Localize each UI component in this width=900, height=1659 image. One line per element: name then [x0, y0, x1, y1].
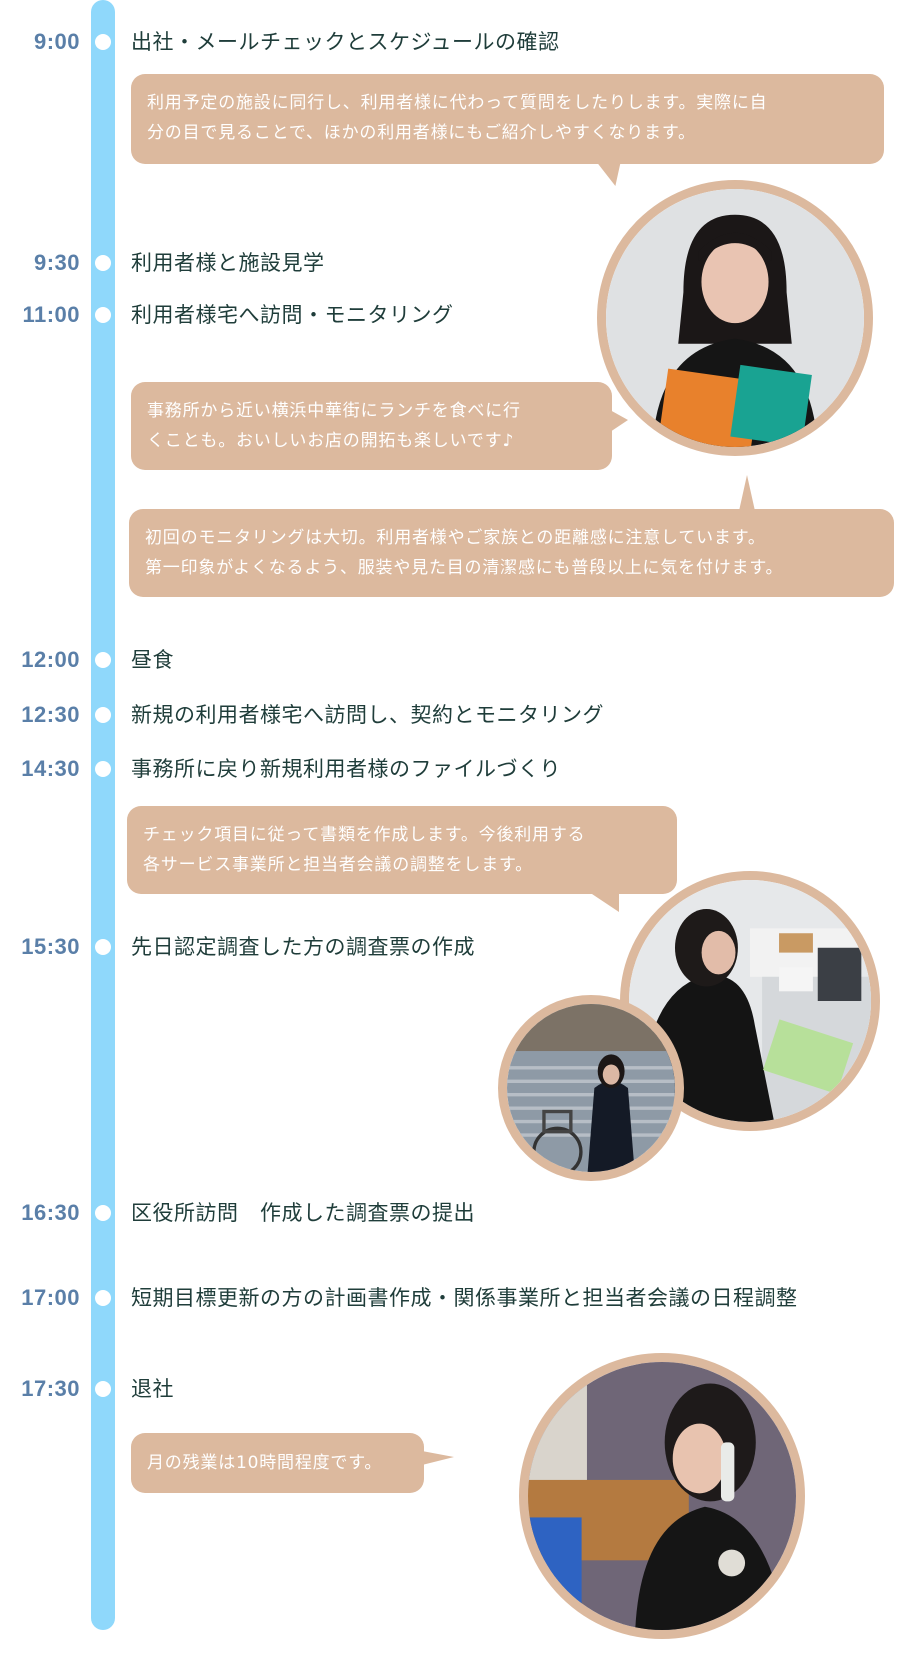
bubble-line: 利用予定の施設に同行し、利用者様に代わって質問をしたりします。実際に自 — [147, 93, 768, 113]
timeline-entry-0930: 9:30 利用者様と施設見学 — [0, 248, 900, 278]
time-label: 15:30 — [21, 934, 80, 959]
speech-bubble-lunch: 事務所から近い横浜中華街にランチを食べに行 くことも。おいしいお店の開拓も楽しい… — [131, 382, 628, 470]
bubble-line: 分の目で見ることで、ほかの利用者様にもご紹介しやすくなります。 — [147, 123, 696, 143]
timeline-dot-icon — [95, 255, 111, 271]
speech-bubble-overtime: 月の残業は10時間程度です。 — [131, 1433, 454, 1493]
timeline-dot-icon — [95, 34, 111, 50]
task-text: 昼食 — [131, 648, 174, 672]
bubble-line: 月の残業は10時間程度です。 — [147, 1453, 383, 1473]
task-text: 区役所訪問 作成した調査票の提出 — [131, 1201, 475, 1225]
timeline-entry-1430: 14:30 事務所に戻り新規利用者様のファイルづくり — [0, 754, 900, 784]
timeline-entry-1730: 17:30 退社 — [0, 1374, 900, 1404]
time-label: 12:30 — [21, 702, 80, 727]
speech-bubble-documents: チェック項目に従って書類を作成します。今後利用する 各サービス事業所と担当者会議… — [127, 806, 677, 912]
time-label: 11:00 — [22, 302, 80, 327]
time-label: 17:30 — [21, 1376, 80, 1401]
timeline-dot-icon — [95, 939, 111, 955]
staff-phone-photo — [519, 1353, 805, 1639]
timeline-entry-1630: 16:30 区役所訪問 作成した調査票の提出 — [0, 1198, 900, 1228]
bubble-line: 第一印象がよくなるよう、服装や見た目の清潔感にも普段以上に気を付けます。 — [145, 558, 784, 578]
bubble-tail — [589, 892, 619, 912]
bubble-tail — [610, 410, 628, 432]
staff-portrait-photo — [597, 180, 873, 456]
staff-bicycle-photo — [498, 995, 684, 1181]
timeline-bar — [91, 0, 115, 1630]
timeline-entry-1530: 15:30 先日認定調査した方の調査票の作成 — [0, 932, 900, 962]
timeline-dot-icon — [95, 707, 111, 723]
bubble-line: 初回のモニタリングは大切。利用者様やご家族との距離感に注意しています。 — [145, 528, 766, 548]
speech-bubble-facility-visit: 利用予定の施設に同行し、利用者様に代わって質問をしたりします。実際に自 分の目で… — [131, 74, 884, 186]
time-label: 17:00 — [21, 1285, 80, 1310]
task-text: 退社 — [131, 1377, 174, 1401]
time-label: 9:00 — [33, 29, 80, 54]
bubble-line: 各サービス事業所と担当者会議の調整をします。 — [143, 855, 533, 875]
time-label: 9:30 — [33, 250, 80, 275]
time-label: 16:30 — [21, 1200, 80, 1225]
phone-call-image-icon — [528, 1362, 796, 1630]
timeline-entry-1200: 12:00 昼食 — [0, 645, 900, 675]
task-text: 出社・メールチェックとスケジュールの確認 — [131, 30, 560, 54]
timeline-dot-icon — [95, 307, 111, 323]
timeline-dot-icon — [95, 652, 111, 668]
portrait-image-icon — [606, 189, 864, 447]
time-label: 14:30 — [21, 756, 80, 781]
bubble-tail — [596, 162, 630, 186]
timeline-entry-0900: 9:00 出社・メールチェックとスケジュールの確認 — [0, 27, 900, 57]
bubble-line: 事務所から近い横浜中華街にランチを食べに行 — [147, 401, 521, 421]
task-text: 先日認定調査した方の調査票の作成 — [131, 935, 475, 959]
bubble-tail — [422, 1451, 454, 1465]
bicycle-image-icon — [507, 1004, 675, 1172]
speech-bubble-monitoring: 初回のモニタリングは大切。利用者様やご家族との距離感に注意しています。 第一印象… — [129, 475, 894, 597]
bubble-line: チェック項目に従って書類を作成します。今後利用する — [143, 825, 586, 845]
timeline-entry-1700: 17:00 短期目標更新の方の計画書作成・関係事業所と担当者会議の日程調整 — [0, 1283, 900, 1313]
task-text: 利用者様宅へ訪問・モニタリング — [131, 303, 454, 327]
bubble-line: くことも。おいしいお店の開拓も楽しいです♪ — [147, 431, 515, 451]
task-text: 事務所に戻り新規利用者様のファイルづくり — [131, 757, 561, 781]
timeline-dot-icon — [95, 1290, 111, 1306]
task-text: 利用者様と施設見学 — [131, 251, 325, 275]
timeline-entry-1230: 12:30 新規の利用者様宅へ訪問し、契約とモニタリング — [0, 700, 900, 730]
timeline-dot-icon — [95, 761, 111, 777]
task-text: 短期目標更新の方の計画書作成・関係事業所と担当者会議の日程調整 — [131, 1286, 798, 1310]
timeline-entry-1100: 11:00 利用者様宅へ訪問・モニタリング — [0, 300, 900, 330]
time-label: 12:00 — [21, 647, 80, 672]
task-text: 新規の利用者様宅へ訪問し、契約とモニタリング — [131, 703, 604, 727]
bubble-tail — [739, 475, 755, 511]
timeline-dot-icon — [95, 1381, 111, 1397]
timeline-dot-icon — [95, 1205, 111, 1221]
